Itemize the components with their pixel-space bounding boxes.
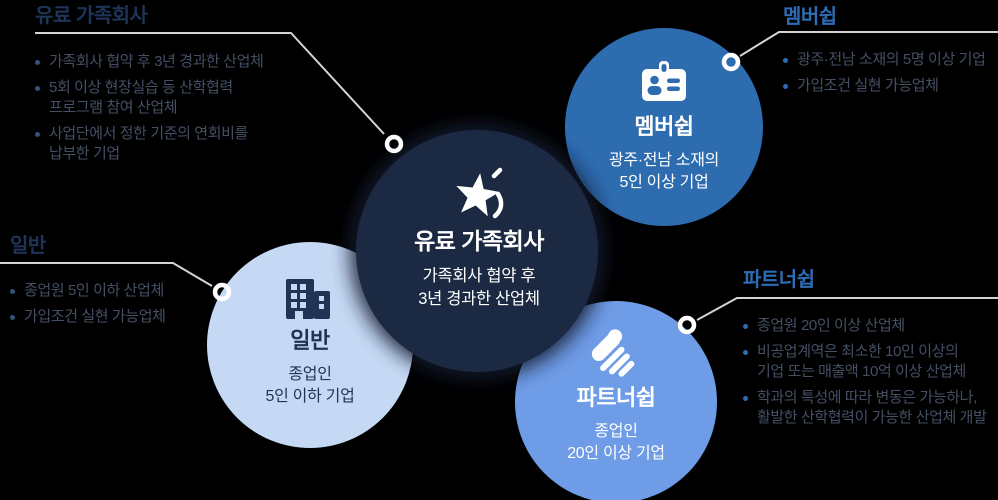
circle-label-membership: 멤버쉽 광주·전남 소재의 5인 이상 기업	[574, 115, 754, 193]
circle-subtitle: 종업인 20인 이상 기업	[526, 421, 706, 464]
list-item: 비공업계역은 최소한 10인 이상의 기업 또는 매출액 10억 이상 산업체	[743, 342, 986, 382]
bullet-dot	[10, 315, 15, 320]
bullet-list-paid-family: 가족회사 협약 후 3년 경과한 산업체 5회 이상 현장실습 등 산학협력 프…	[35, 52, 264, 164]
circle-label-paid-family: 유료 가족회사 가족회사 협약 후 3년 경과한 산업체	[359, 228, 599, 311]
connector-line-general	[0, 262, 213, 287]
paid-family-circle	[356, 130, 598, 372]
connector-node-paid-family	[384, 134, 404, 154]
bullet-dot	[743, 324, 748, 329]
list-item: 광주·전남 소재의 5명 이상 기업	[783, 50, 986, 70]
bullet-line: 비공업계역은 최소한 10인 이상의	[757, 343, 959, 360]
list-item: 종업원 5인 이하 산업체	[10, 281, 166, 301]
connector-node-membership	[721, 52, 741, 72]
circle-subtitle-line: 가족회사 협약 후	[422, 267, 536, 285]
circle-subtitle-line: 20인 이상 기업	[567, 444, 665, 462]
bullet-line: 가족회사 협약 후 3년 경과한 산업체	[49, 53, 264, 70]
bullet-line: 종업원 20인 이상 산업체	[757, 317, 905, 334]
circle-label-general: 일반 종업인 5인 이하 기업	[220, 329, 400, 407]
bullet-dot	[743, 396, 748, 401]
bullet-line: 5회 이상 현장실습 등 산학협력	[49, 79, 233, 96]
label-block-membership: 멤버쉽 광주·전남 소재의 5명 이상 기업 가입조건 실현 가능업체	[783, 4, 986, 96]
building-icon	[286, 279, 330, 319]
list-item: 사업단에서 정한 기준의 연회비를 납부한 기업	[35, 124, 263, 164]
bullet-line: 가입조건 실현 가능업체	[24, 308, 166, 325]
circle-title: 파트너쉽	[576, 385, 656, 410]
label-title-paid-family: 유료 가족회사	[35, 5, 148, 27]
bullet-line: 가입조건 실현 가능업체	[797, 77, 939, 94]
circle-title: 일반	[290, 328, 330, 353]
id-card-icon	[642, 61, 686, 101]
bullet-line: 활발한 산학협력이 가능한 산업체 개발	[757, 409, 987, 426]
circle-subtitle-line: 5인 이하 기업	[265, 387, 355, 405]
bullet-line: 광주·전남 소재의 5명 이상 기업	[797, 51, 986, 68]
partnership-circle	[515, 301, 717, 500]
list-item: 학과의 특성에 따라 변동은 가능하나, 활발한 산학협력이 가능한 산업체 개…	[743, 388, 987, 428]
circle-subtitle-line: 광주·전남 소재의	[608, 152, 720, 169]
circle-subtitle-line: 5인 이상 기업	[619, 173, 709, 191]
list-item: 가입조건 실현 가능업체	[783, 76, 985, 96]
bullet-dot	[783, 84, 788, 89]
list-item: 5회 이상 현장실습 등 산학협력 프로그램 참여 산업체	[35, 78, 263, 118]
circle-subtitle: 가족회사 협약 후 3년 경과한 산업체	[359, 265, 599, 311]
label-title-membership: 멤버쉽	[783, 6, 837, 28]
label-block-partnership: 파트너쉽 종업원 20인 이상 산업체 비공업계역은 최소한 10인 이상의 기…	[743, 267, 987, 428]
bullet-line: 납부한 기업	[49, 145, 120, 162]
bullet-line: 프로그램 참여 산업체	[49, 99, 178, 116]
bullet-dot	[35, 132, 40, 137]
bullet-list-general: 종업원 5인 이하 산업체 가입조건 실현 가능업체	[10, 281, 166, 327]
bullet-dot	[35, 60, 40, 65]
circle-label-partnership: 파트너쉽 종업인 20인 이상 기업	[526, 386, 706, 464]
circle-subtitle-line: 3년 경과한 산업체	[418, 290, 540, 308]
bullet-list-partnership: 종업원 20인 이상 산업체 비공업계역은 최소한 10인 이상의 기업 또는 …	[743, 316, 987, 428]
list-item: 종업원 20인 이상 산업체	[743, 316, 986, 336]
circle-subtitle-line: 종업인	[288, 366, 332, 383]
label-block-paid-family: 유료 가족회사 가족회사 협약 후 3년 경과한 산업체 5회 이상 현장실습 …	[35, 3, 264, 164]
connector-line-membership	[739, 31, 998, 57]
connector-line-partnership	[696, 297, 998, 321]
bullet-dot	[743, 350, 748, 355]
label-title-general: 일반	[10, 235, 46, 257]
circle-subtitle: 광주·전남 소재의 5인 이상 기업	[574, 150, 754, 193]
bullet-dot	[10, 289, 15, 294]
label-title-partnership: 파트너쉽	[743, 269, 815, 291]
circle-subtitle-line: 종업인	[594, 423, 638, 440]
label-block-general: 일반 종업원 5인 이하 산업체 가입조건 실현 가능업체	[10, 233, 166, 327]
list-item: 가입조건 실현 가능업체	[10, 307, 166, 327]
handshake-icon	[591, 329, 635, 377]
connector-line-paid-family	[35, 32, 385, 135]
bullet-line: 종업원 5인 이하 산업체	[24, 282, 164, 299]
connector-node-general	[212, 282, 232, 302]
bullet-line: 학과의 특성에 따라 변동은 가능하나,	[757, 389, 977, 406]
bullet-line: 기업 또는 매출액 10억 이상 산업체	[757, 363, 966, 380]
bullet-list-membership: 광주·전남 소재의 5명 이상 기업 가입조건 실현 가능업체	[783, 50, 986, 96]
list-item: 가족회사 협약 후 3년 경과한 산업체	[35, 52, 264, 72]
bullet-dot	[35, 86, 40, 91]
circle-title: 유료 가족회사	[414, 228, 544, 254]
circle-title: 멤버쉽	[634, 114, 694, 139]
circle-subtitle: 종업인 5인 이하 기업	[220, 364, 400, 407]
membership-circle	[565, 28, 763, 226]
bullet-line: 사업단에서 정한 기준의 연회비를	[49, 125, 248, 142]
shooting-star-icon	[456, 167, 504, 219]
connector-nodes	[212, 52, 741, 335]
bullet-dot	[783, 58, 788, 63]
connector-lines	[0, 31, 998, 321]
connector-node-partnership	[677, 315, 697, 335]
